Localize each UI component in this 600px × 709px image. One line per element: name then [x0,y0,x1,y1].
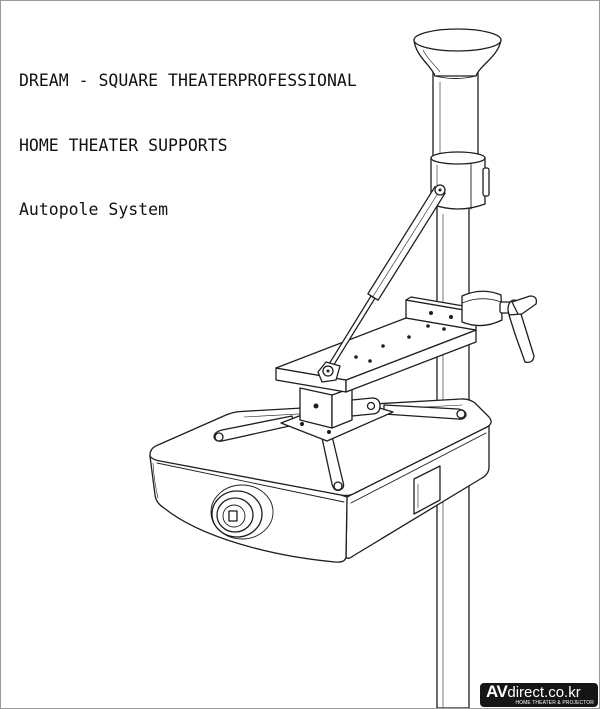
arm-plate-hole-2 [368,359,372,363]
arm-plate-hole-1 [354,355,358,359]
gas-strut [317,184,446,383]
clamp-jaw-edge [461,298,502,304]
logo-tagline: HOME THEATER & PROJECTOR [515,700,594,706]
arm-plate-hole-3 [381,344,385,348]
arm-plate-hole-6 [442,327,446,331]
strut-bottom-pin [326,369,330,373]
header-line-subtitle: HOME THEATER SUPPORTS [19,135,228,155]
lens-glass [222,504,246,528]
pole-top-cup [413,28,502,79]
header-line-title: DREAM - SQUARE THEATERPROFESSIONAL [19,71,357,90]
strut-cylinder-highlight [371,193,438,299]
upright-hole-2 [449,315,453,319]
projector-top-face [149,398,492,497]
lens-center [228,510,238,522]
header-line-system: Autopole System [19,200,169,219]
projector-left-edge-shade [152,462,159,499]
projector-front-chamfer [156,462,345,503]
pole-collar [430,151,490,210]
projector-lens [210,484,274,540]
arm-plate-hole-4 [407,335,411,339]
mount-bracket-hole [313,403,319,409]
knob-upper-wing [511,295,538,317]
cup-shading [422,49,441,73]
arm-plate-hole-5 [426,324,430,328]
ceiling-mount-spider [213,387,467,492]
collar-rim [430,151,486,165]
strut-top-pin [438,188,442,192]
collar-lock-tab [482,167,490,197]
mount-bracket-ear [351,397,381,417]
clamp-knob [499,295,538,364]
spider-plate-hole-2 [327,430,331,434]
logo-domain: direct.co.kr [507,684,581,701]
mount-bracket-bolt [366,401,376,411]
knob-lower-grip [508,313,535,364]
cup-neck-ring [434,75,477,79]
header-text: DREAM - SQUARE THEATERPROFESSIONAL HOME … [19,27,357,264]
logo-prefix: AV [486,683,508,701]
upright-hole-1 [429,311,433,315]
spider-foot-left [214,432,224,442]
spider-foot-front [333,481,343,491]
pole-clamp [461,290,503,327]
cup-rim [413,28,502,52]
lens-recess [210,484,274,540]
projector-right-chamfer [350,432,487,504]
spider-foot-right [456,409,466,419]
pole-upper [432,71,479,167]
clamp-jaw [461,290,503,327]
spider-plate-hole-1 [300,422,304,426]
projector-side-vent [413,465,441,515]
pole-upper-tube [432,71,479,167]
